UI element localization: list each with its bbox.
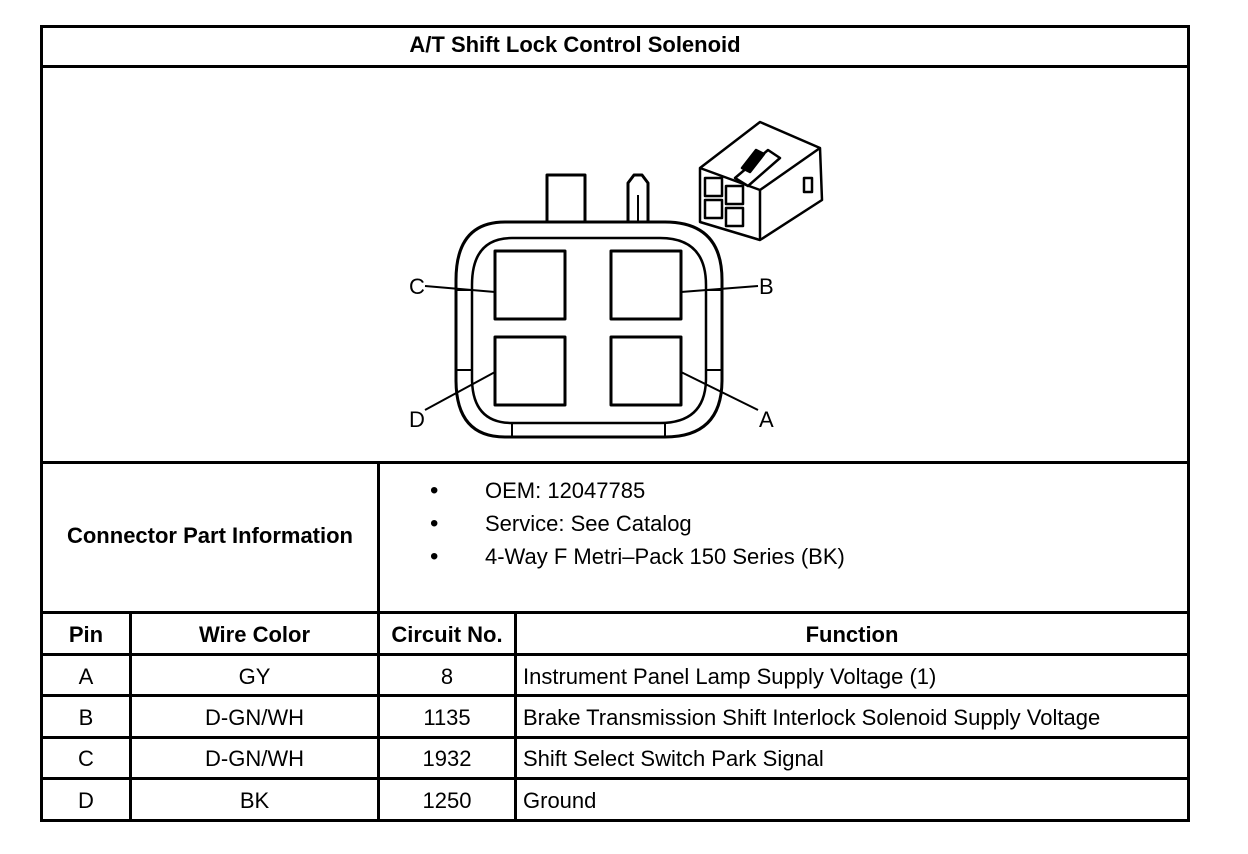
info-column-divider [377, 461, 380, 822]
table-cell-pin: D [78, 788, 94, 813]
connector-info-item: 4-Way F Metri–Pack 150 Series (BK) [430, 541, 845, 574]
pin-label-a: A [759, 407, 774, 432]
connector-info-item: Service: See Catalog [430, 508, 845, 541]
table-cell-wire-color: D-GN/WH [205, 705, 304, 730]
cavity-d [493, 335, 567, 407]
cavity-a [609, 335, 683, 407]
table-cell-pin: A [78, 664, 94, 689]
cavity-b [609, 249, 683, 321]
table-cell-pin: C [78, 746, 94, 771]
connector-info-label: Connector Part Information [66, 523, 353, 548]
title-divider [40, 65, 1190, 68]
pin-label-d: D [409, 407, 425, 432]
row-divider [40, 777, 1190, 780]
row-divider [40, 736, 1190, 739]
connector-card [40, 25, 1190, 822]
connector-inner-wall [470, 236, 708, 425]
table-cell-function: Ground [523, 788, 597, 813]
connector-3d-icon [698, 120, 824, 242]
table-cell-pin: B [78, 705, 94, 730]
table-cell-circuit: 1932 [422, 746, 472, 771]
header-divider [40, 653, 1190, 656]
table-cell-wire-color: D-GN/WH [205, 746, 304, 771]
table-cell-function: Brake Transmission Shift Interlock Solen… [523, 705, 1101, 730]
page-title: A/T Shift Lock Control Solenoid [409, 32, 741, 57]
cavity-c [493, 249, 567, 321]
column-header-function: Function [805, 622, 899, 647]
column-header-wire-color: Wire Color [198, 622, 311, 647]
table-column-divider [129, 611, 132, 822]
table-cell-function: Shift Select Switch Park Signal [523, 746, 824, 771]
connector-info-item: OEM: 12047785 [430, 475, 845, 508]
latch-tab [545, 173, 587, 227]
table-column-divider [514, 611, 517, 822]
table-cell-wire-color: BK [239, 788, 270, 813]
column-header-circuit-no: Circuit No. [391, 622, 503, 647]
table-cell-circuit: 1250 [422, 788, 472, 813]
table-cell-function: Instrument Panel Lamp Supply Voltage (1) [523, 664, 937, 689]
table-cell-circuit: 1135 [423, 705, 471, 730]
connector-diagram: C B D A [409, 120, 824, 439]
diagram-divider [40, 461, 1190, 464]
row-divider [40, 694, 1190, 697]
column-header-pin: Pin [68, 622, 104, 647]
pin-label-b: B [759, 274, 774, 299]
pin-label-c: C [409, 274, 425, 299]
connector-info-list: OEM: 12047785 Service: See Catalog 4-Way… [430, 475, 845, 574]
info-divider [40, 611, 1190, 614]
table-cell-wire-color: GY [238, 664, 271, 689]
table-cell-circuit: 8 [440, 664, 454, 689]
